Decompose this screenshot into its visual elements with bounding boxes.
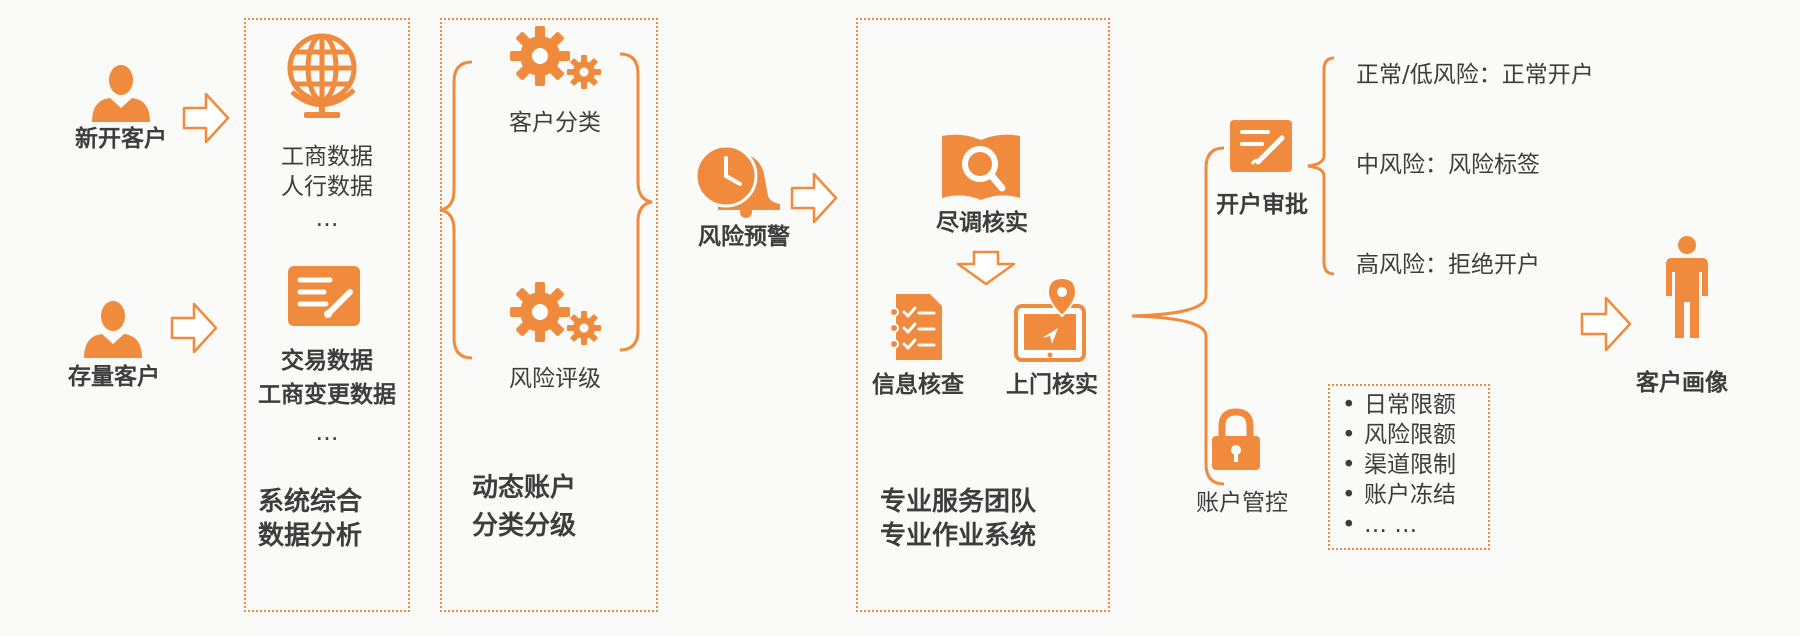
- outcome-brace: [1307, 56, 1335, 276]
- service-team-box: [856, 18, 1110, 612]
- padlock-icon: [1212, 408, 1260, 470]
- data-source-registry-changes: 工商变更数据: [258, 382, 396, 408]
- arrow-right-icon: [182, 92, 230, 144]
- risk-rating-label: 风险评级: [509, 366, 601, 392]
- left-brace: [439, 60, 473, 360]
- account-approval-label: 开户审批: [1216, 192, 1308, 218]
- document-edit-icon: [288, 266, 360, 326]
- person-icon-existing-customer: [84, 301, 142, 358]
- account-control-measures-box: [1328, 384, 1490, 550]
- due-diligence-label: 尽调核实: [936, 210, 1028, 236]
- data-analysis-title-line1: 系统综合: [258, 487, 363, 517]
- gears-icon: [510, 282, 601, 345]
- account-control-label: 账户管控: [1196, 490, 1288, 516]
- arrow-right-icon: [790, 172, 838, 224]
- outcome-normal-risk: 正常/低风险：正常开户: [1356, 62, 1594, 88]
- new-customer-label: 新开客户: [75, 126, 167, 152]
- tablet-location-icon: [1014, 276, 1086, 362]
- checklist-icon: [889, 294, 942, 360]
- arrow-down-icon: [956, 250, 1016, 286]
- customer-classification-label: 客户分类: [509, 110, 601, 136]
- data-analysis-title-line2: 数据分析: [258, 521, 363, 551]
- data-source-ellipsis: …: [315, 206, 339, 232]
- account-control-measures-list: 日常限额 风险限额 渠道限制 账户冻结 … …: [1334, 390, 1456, 540]
- gears-icon: [510, 26, 601, 89]
- list-item: … …: [1334, 510, 1456, 540]
- list-item: 日常限额: [1334, 390, 1456, 420]
- globe-icon: [287, 33, 357, 118]
- approval-form-icon: [1230, 120, 1292, 172]
- person-icon-new-customer: [92, 65, 150, 122]
- outcome-high-risk: 高风险：拒绝开户: [1356, 252, 1540, 278]
- list-item: 渠道限制: [1334, 450, 1456, 480]
- magnifier-book-icon: [942, 134, 1020, 200]
- data-source-transaction: 交易数据: [281, 348, 373, 374]
- alarm-bell-icon: [694, 144, 780, 218]
- existing-customer-label: 存量客户: [68, 364, 160, 390]
- list-item: 风险限额: [1334, 420, 1456, 450]
- outcome-medium-risk: 中风险：风险标签: [1356, 152, 1540, 178]
- list-item: 账户冻结: [1334, 480, 1456, 510]
- data-analysis-box: [244, 18, 410, 612]
- standing-person-icon: [1666, 236, 1708, 338]
- data-source-business-registry: 工商数据: [281, 144, 373, 170]
- service-team-title-line2: 专业作业系统: [880, 521, 1037, 551]
- info-verification-label: 信息核查: [872, 372, 964, 398]
- right-brace: [619, 52, 653, 352]
- account-classification-title-line2: 分类分级: [472, 511, 577, 541]
- data-source-ellipsis: …: [315, 420, 339, 446]
- branch-brace: [1131, 146, 1225, 486]
- account-classification-box: [440, 18, 658, 612]
- service-team-title-line1: 专业服务团队: [880, 487, 1037, 517]
- data-source-pboc: 人行数据: [281, 174, 373, 200]
- risk-warning-label: 风险预警: [698, 224, 790, 250]
- arrow-right-icon: [1580, 296, 1632, 352]
- arrow-right-icon: [170, 302, 218, 354]
- onsite-verification-label: 上门核实: [1006, 372, 1098, 398]
- customer-profile-label: 客户画像: [1636, 370, 1728, 396]
- account-classification-title-line1: 动态账户: [472, 473, 577, 503]
